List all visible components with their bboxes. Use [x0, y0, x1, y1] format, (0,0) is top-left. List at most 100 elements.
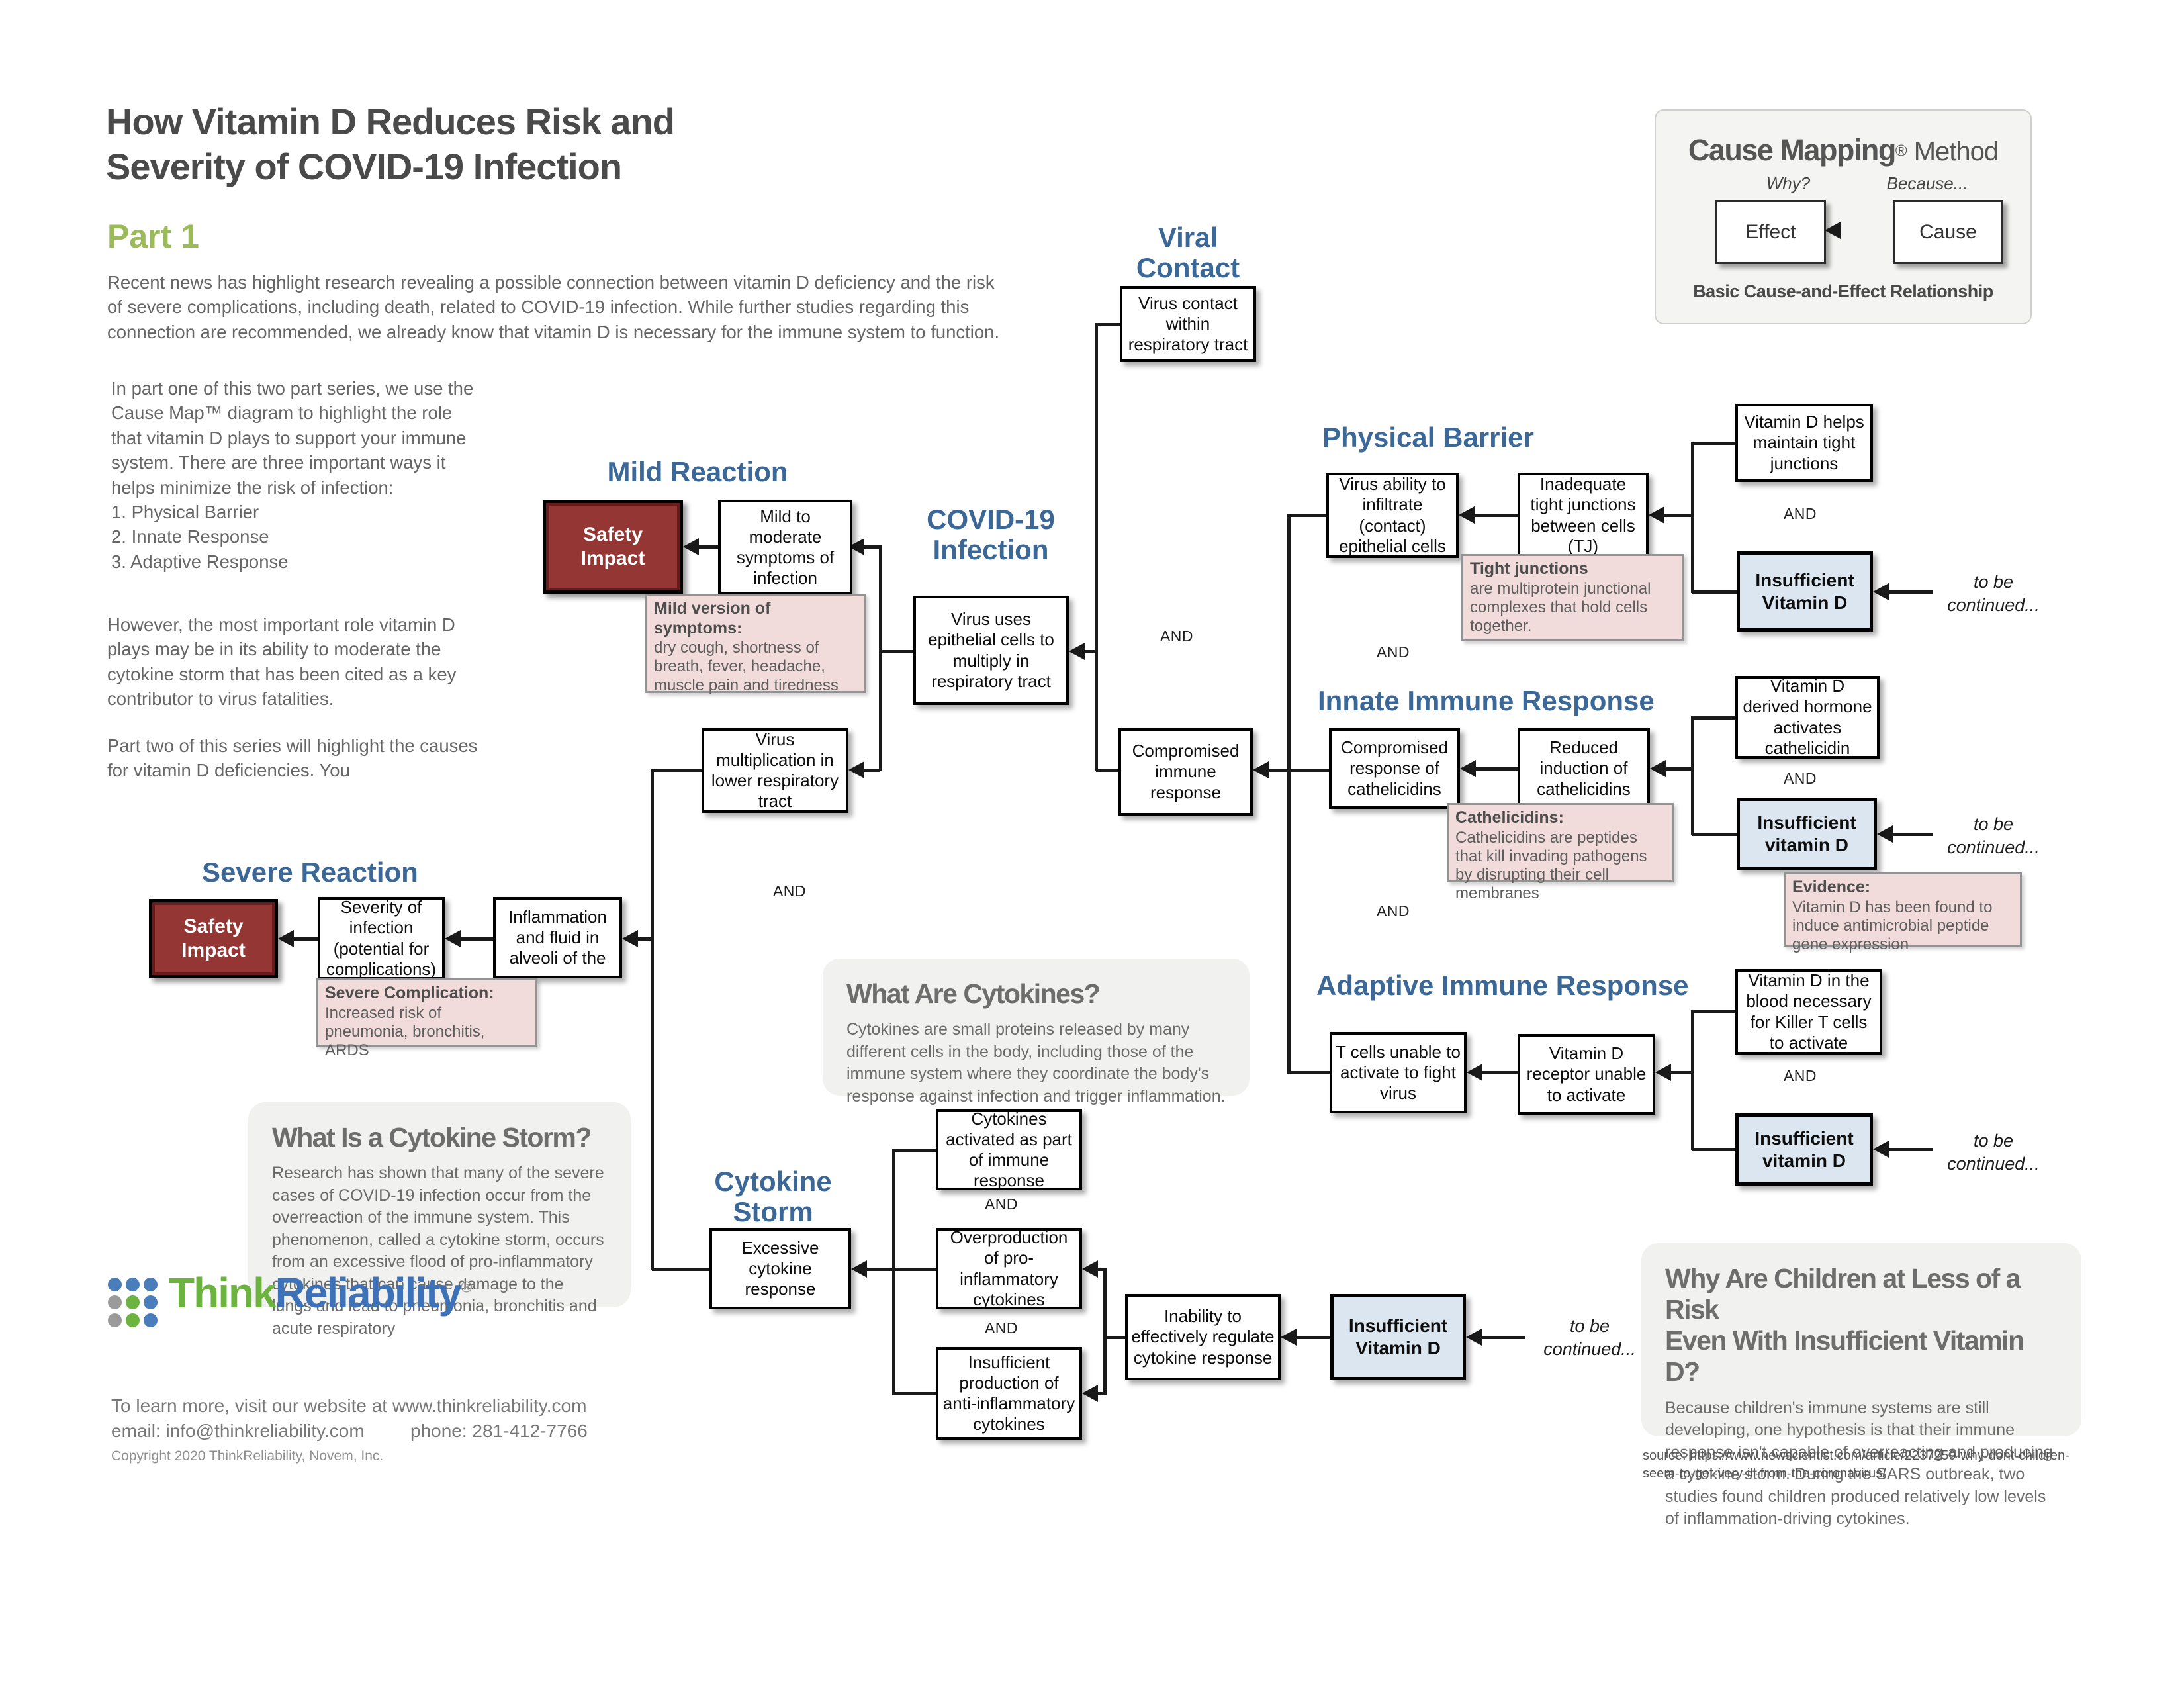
- connector-line: [1105, 1336, 1125, 1339]
- arrowhead-icon: [445, 930, 461, 947]
- node-insufficient-antiinflammatory: Insufficient production of anti-inflamma…: [936, 1347, 1082, 1440]
- note-body: Because children's immune systems are st…: [1665, 1398, 2053, 1528]
- node-viral-contact-box: Virus contact within respiratory tract: [1120, 286, 1256, 362]
- source-citation: source: https://www.newscientist.com/art…: [1643, 1448, 2070, 1481]
- connector-line: [1692, 1010, 1735, 1013]
- connector-line: [1884, 1148, 1933, 1151]
- and-connector-label: AND: [984, 1196, 1019, 1213]
- footer-website-line: To learn more, visit our website at www.…: [111, 1395, 587, 1416]
- arrowhead-icon: [1082, 1260, 1098, 1278]
- note-body: are multiprotein junctional complexes th…: [1470, 579, 1651, 635]
- and-connector-label: AND: [1783, 505, 1817, 522]
- section-header-covid-infection: COVID-19 Infection: [927, 504, 1055, 566]
- note-title: Severe Complication:: [325, 984, 494, 1002]
- note-title: Tight junctions: [1470, 559, 1588, 578]
- arrowhead-icon: [1253, 761, 1269, 778]
- legend-title: Cause Mapping® Method: [1656, 133, 2030, 167]
- note-body: Vitamin D has been found to induce antim…: [1792, 898, 1993, 954]
- note-title: What Are Cytokines?: [846, 978, 1101, 1009]
- connector-line: [1659, 514, 1692, 517]
- section-header-adaptive-immune: Adaptive Immune Response: [1316, 970, 1689, 1001]
- connector-line: [1692, 590, 1737, 594]
- node-virus-multiplication: Virus multiplication in lower respirator…: [702, 728, 848, 813]
- connector-line: [880, 650, 913, 653]
- note-evidence-note: Evidence:Vitamin D has been found to ind…: [1784, 872, 2022, 953]
- arrowhead-icon: [1466, 1329, 1482, 1346]
- connector-line: [1666, 1071, 1692, 1074]
- connector-line: [1289, 514, 1326, 517]
- connector-line: [1093, 1268, 1105, 1271]
- arrowhead-icon: [622, 930, 638, 947]
- node-safety-impact-mild: Safety Impact: [543, 500, 683, 594]
- to-be-continued-label: to be continued...: [1947, 572, 2040, 616]
- and-connector-label: AND: [1783, 1067, 1817, 1084]
- node-safety-impact-severe: Safety Impact: [149, 899, 278, 978]
- arrowhead-icon: [1655, 1064, 1671, 1081]
- node-virus-epithelial: Virus uses epithelial cells to multiply …: [913, 596, 1069, 705]
- node-vitd-tight-junctions: Vitamin D helps maintain tight junctions: [1735, 404, 1873, 482]
- note-title: Cathelicidins:: [1455, 808, 1564, 827]
- logo-dot-row: [108, 1278, 158, 1291]
- connector-line: [893, 1149, 936, 1152]
- logo-think: Think: [169, 1269, 277, 1317]
- section-header-mild-reaction: Mild Reaction: [607, 456, 788, 487]
- logo-dot-row: [108, 1313, 158, 1327]
- connector-line: [859, 545, 880, 549]
- node-inflammation-alveoli: Inflammation and fluid in alveoli of the: [493, 897, 622, 978]
- and-connector-label: AND: [984, 1319, 1019, 1336]
- connector-line: [455, 937, 493, 941]
- registered-icon: ®: [1895, 142, 1907, 160]
- connector-line: [652, 769, 702, 772]
- connector-line: [859, 769, 880, 772]
- arrowhead-icon: [1467, 1064, 1482, 1081]
- arrowhead-icon: [1082, 1385, 1098, 1402]
- legend-caption: Basic Cause-and-Effect Relationship: [1693, 281, 1993, 301]
- connector-line: [1095, 323, 1098, 771]
- connector-line: [1263, 769, 1289, 772]
- note-title: What Is a Cytokine Storm?: [272, 1122, 592, 1152]
- arrowhead-icon: [851, 1260, 867, 1278]
- logo-dot: [126, 1295, 140, 1309]
- to-be-continued-label: to be continued...: [1947, 1131, 2040, 1174]
- legend-because-label: Because...: [1886, 173, 1968, 193]
- note-body: Research has shown that many of the seve…: [272, 1164, 604, 1338]
- node-insufficient-vitd-cytokine: Insufficient Vitamin D: [1330, 1294, 1466, 1380]
- connector-line: [1103, 1268, 1107, 1395]
- legend-why-label: Why?: [1766, 173, 1811, 193]
- arrowhead-icon: [1825, 222, 1841, 239]
- arrowhead-icon: [1459, 506, 1475, 524]
- node-mild-symptoms: Mild to moderate symptoms of infection: [718, 500, 852, 595]
- footer-email: email: info@thinkreliability.com: [111, 1421, 365, 1441]
- connector-line: [879, 545, 882, 771]
- and-connector-label: AND: [1376, 902, 1410, 919]
- thinkreliability-logotype: ThinkReliability®: [169, 1268, 473, 1317]
- connector-line: [1691, 716, 1694, 835]
- to-be-continued-label: to be continued...: [1543, 1316, 1636, 1360]
- arrowhead-icon: [1649, 506, 1664, 524]
- logo-dot: [126, 1278, 140, 1291]
- connector-line: [1291, 1336, 1330, 1339]
- note-what-are-cytokines: What Are Cytokines? Cytokines are small p…: [823, 959, 1250, 1105]
- note-what-is-cytokine-storm: What Is a Cytokine Storm? Research has sh…: [248, 1102, 631, 1338]
- node-virus-infiltrate: Virus ability to infiltrate (contact) ep…: [1326, 473, 1459, 558]
- node-insufficient-vitd-innate: Insufficient vitamin D: [1737, 798, 1877, 870]
- logo-dot: [144, 1313, 158, 1327]
- connector-line: [1287, 514, 1291, 1074]
- logo-dot-row: [108, 1295, 158, 1309]
- note-body: Cathelicidins are peptides that kill inv…: [1455, 828, 1647, 903]
- and-connector-label: AND: [1376, 643, 1410, 661]
- connector-line: [1079, 650, 1096, 653]
- and-connector-label: AND: [1160, 628, 1194, 645]
- note-title: Mild version of symptoms:: [654, 599, 771, 637]
- section-header-cytokine-storm: Cytokine Storm: [714, 1166, 832, 1228]
- footer-phone: phone: 281-412-7766: [410, 1421, 588, 1441]
- cause-mapping-legend: Cause Mapping® Method Why? Because... Ef…: [1655, 109, 2032, 324]
- note-body: Cytokines are small proteins released by…: [846, 1020, 1226, 1105]
- arrowhead-icon: [1069, 643, 1085, 660]
- and-connector-label: AND: [1783, 770, 1817, 787]
- note-why-children-less-risk: Why Are Children at Less of a Risk Even …: [1641, 1243, 2081, 1528]
- note-body: dry cough, shortness of breath, fever, h…: [654, 639, 839, 694]
- arrowhead-icon: [848, 761, 864, 778]
- note-cathelicidins-note: Cathelicidins:Cathelicidins are peptides…: [1447, 803, 1674, 902]
